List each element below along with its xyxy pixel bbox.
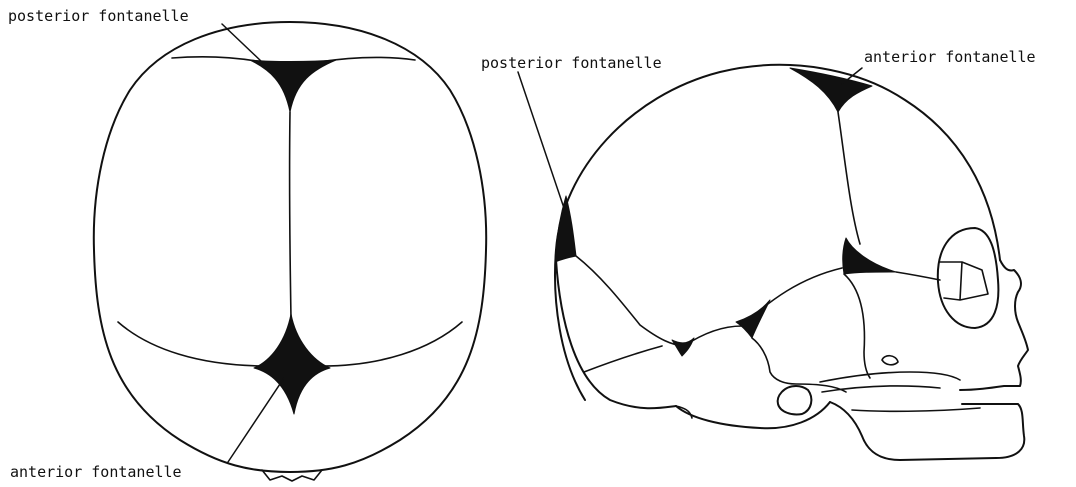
side-view-frontal-lower-border xyxy=(896,272,940,280)
top-view-left-parietal-edge xyxy=(118,322,262,366)
side-view-ear-opening xyxy=(778,386,812,415)
side-view-occipital-division xyxy=(584,346,662,372)
side-view-sphenoid-fontanelle xyxy=(736,300,770,338)
side-view-zygomatic-arch xyxy=(820,372,960,382)
side-view-face-outline xyxy=(960,260,1028,390)
skull-top-view xyxy=(94,22,486,481)
side-view-orbit-inner xyxy=(940,262,988,300)
leader-top-anterior xyxy=(228,378,284,462)
side-view-pterion-fontanelle xyxy=(843,238,896,274)
label-side-posterior-fontanelle: posterior fontanelle xyxy=(481,54,662,72)
top-view-sagittal-suture xyxy=(290,112,291,318)
top-view-right-parietal-edge xyxy=(322,322,462,366)
labels: posterior fontanelle anterior fontanelle… xyxy=(8,7,1036,481)
side-view-cranial-base xyxy=(676,402,830,428)
label-top-anterior-fontanelle: anterior fontanelle xyxy=(10,463,182,481)
label-top-posterior-fontanelle: posterior fontanelle xyxy=(8,7,189,25)
leader-top-posterior xyxy=(222,24,262,62)
label-side-anterior-fontanelle: anterior fontanelle xyxy=(864,48,1036,66)
side-view-cranium-outline xyxy=(555,65,1000,400)
side-view-coronal-suture xyxy=(838,112,860,244)
side-view-sphenoid-wing xyxy=(844,274,870,378)
side-view-temporal-squama xyxy=(752,338,846,392)
side-view-anterior-fontanelle xyxy=(790,68,872,112)
side-view-mandible-inner xyxy=(852,408,980,411)
top-view-anterior-fontanelle xyxy=(254,314,330,414)
top-view-posterior-fontanelle xyxy=(250,60,336,112)
side-view-occipital-outline xyxy=(556,260,676,408)
side-view-orbit xyxy=(938,228,999,328)
side-view-small-foramen xyxy=(882,356,898,365)
side-view-lambdoid-suture xyxy=(576,256,684,346)
side-view-posterior-fontanelle xyxy=(555,196,576,262)
leader-lines xyxy=(222,24,862,462)
side-view-mastoid-fontanelle xyxy=(672,338,694,356)
skull-side-view xyxy=(555,65,1028,460)
leader-side-posterior xyxy=(518,72,566,214)
